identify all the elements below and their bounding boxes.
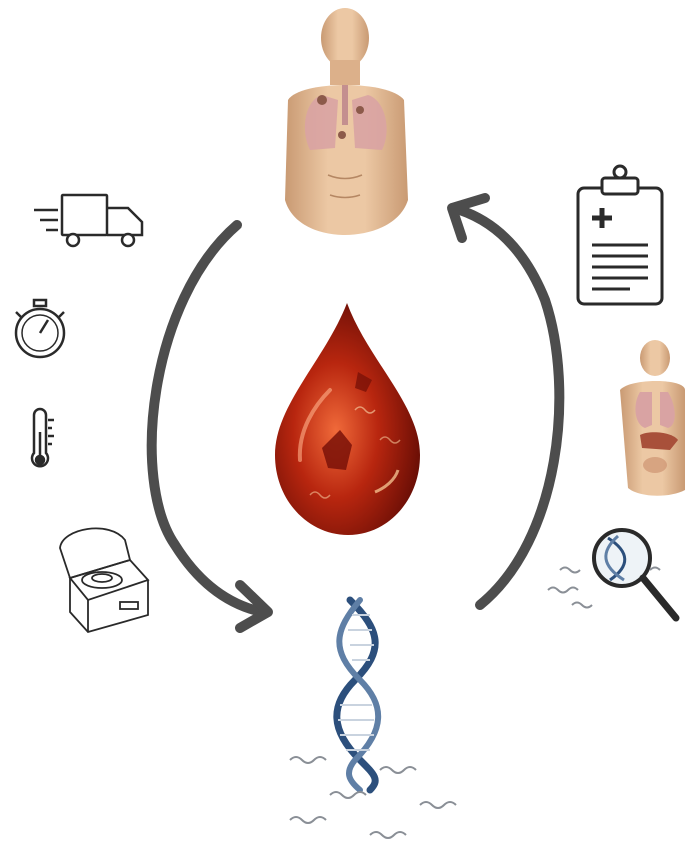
human-torso-organs-icon xyxy=(620,340,685,496)
blood-drop-with-tumor-cells-icon xyxy=(275,303,420,535)
clipboard-medical-report-icon xyxy=(578,166,662,304)
delivery-truck-icon xyxy=(34,195,142,246)
thermometer-icon xyxy=(32,409,54,466)
left-cycle-arrow xyxy=(152,225,262,612)
human-torso-lungs-icon xyxy=(285,8,408,235)
stopwatch-icon xyxy=(16,300,64,357)
dna-double-helix-with-fragments-icon xyxy=(290,600,456,838)
magnifier-dna-icon xyxy=(548,530,676,618)
right-cycle-arrow xyxy=(460,210,559,605)
centrifuge-icon xyxy=(60,528,148,632)
